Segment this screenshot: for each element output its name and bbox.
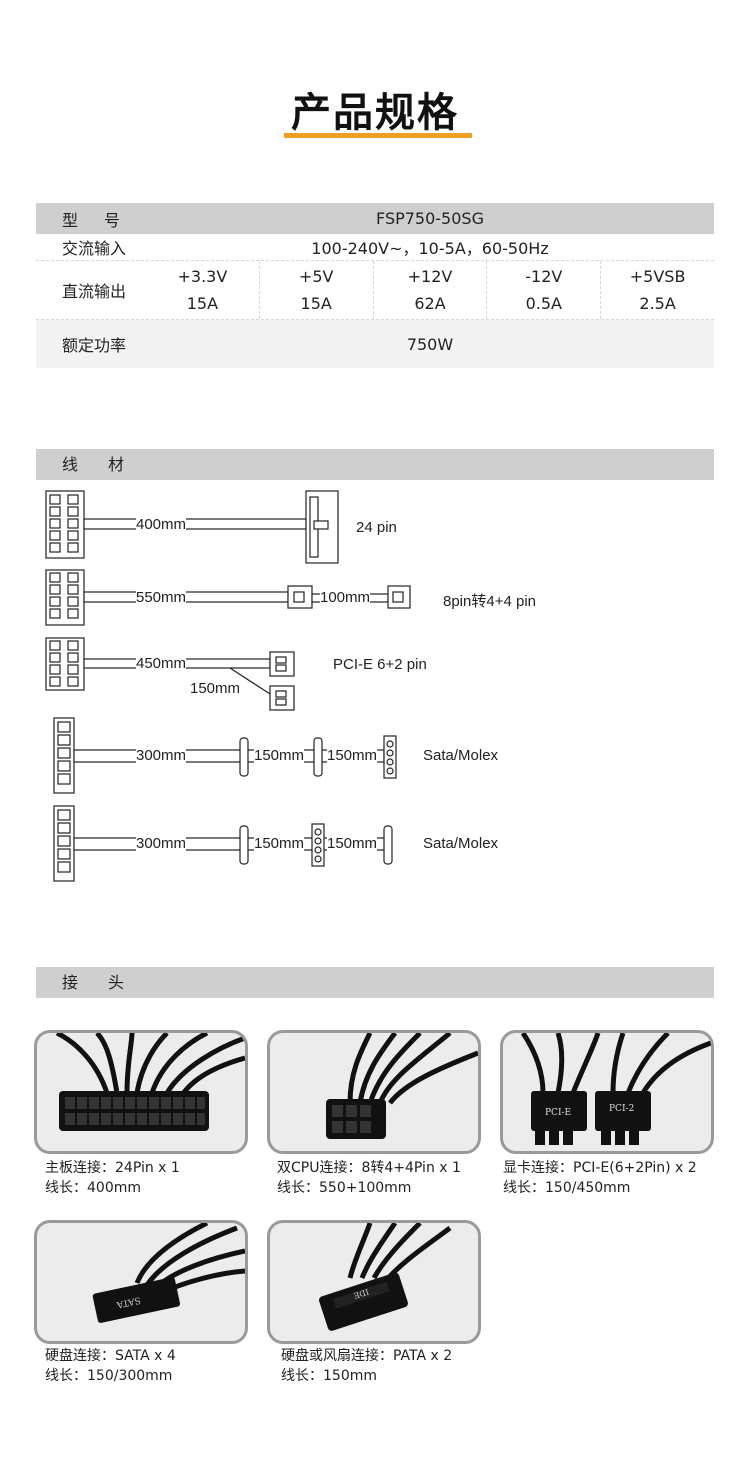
atx-24pin-connector-photo bbox=[34, 1030, 248, 1154]
cable-extra-length: 100mm bbox=[320, 589, 371, 606]
model-label: 型号 bbox=[62, 210, 147, 230]
cable-label: Sata/Molex bbox=[423, 835, 499, 852]
connector-name: 主板连接：24Pin x 1 bbox=[45, 1160, 180, 1176]
connectors-section-header: 接头 bbox=[36, 967, 714, 998]
connector-name: 硬盘连接：SATA x 4 bbox=[45, 1348, 176, 1364]
connector-length: 线长：400mm bbox=[45, 1180, 141, 1196]
connector-length: 线长：150/450mm bbox=[503, 1180, 631, 1196]
cpu-8pin-connector-photo bbox=[267, 1030, 481, 1154]
spec-row-power: 额定功率 750W bbox=[36, 320, 714, 368]
dc-rail: +5V bbox=[298, 267, 334, 286]
connector-caption: 双CPU连接：8转4+4Pin x 1 线长：550+100mm bbox=[277, 1158, 461, 1198]
ac-value: 100-240V~，10-5A，60-50Hz bbox=[311, 239, 549, 258]
dc-cell: +5VSB 2.5A bbox=[600, 261, 714, 319]
dc-label: 直流输出 bbox=[62, 282, 127, 301]
cable-length: 550mm bbox=[136, 589, 187, 606]
connector-name: 硬盘或风扇连接：PATA x 2 bbox=[281, 1348, 453, 1364]
pcie-plug-text: PCI-E bbox=[545, 1108, 571, 1118]
pcie-connector-photo: PCI-E PCI-2 bbox=[500, 1030, 714, 1154]
cable-segment-length: 150mm bbox=[327, 747, 378, 764]
spec-row-ac: 交流输入 100-240V~，10-5A，60-50Hz bbox=[36, 234, 714, 261]
cables-section-header: 线材 bbox=[36, 449, 714, 480]
cable-length: 400mm bbox=[136, 516, 187, 533]
dc-rail: +5VSB bbox=[629, 267, 686, 286]
cable-length: 300mm bbox=[136, 835, 187, 852]
cable-pcie-diagram bbox=[45, 637, 295, 711]
ac-label: 交流输入 bbox=[62, 239, 127, 258]
spec-table: 型号 FSP750-50SG 交流输入 100-240V~，10-5A，60-5… bbox=[36, 203, 714, 368]
connector-caption: 显卡连接：PCI-E(6+2Pin) x 2 线长：150/450mm bbox=[503, 1158, 697, 1198]
cable-label: Sata/Molex bbox=[423, 747, 499, 764]
dc-rail: +3.3V bbox=[177, 267, 228, 286]
power-label: 额定功率 bbox=[62, 336, 127, 355]
molex-connector-photo: IDE bbox=[267, 1220, 481, 1344]
dc-amps: 62A bbox=[414, 294, 446, 313]
dc-amps: 15A bbox=[300, 294, 332, 313]
dc-cell: +12V 62A bbox=[372, 261, 487, 319]
cable-label: 8pin转4+4 pin bbox=[443, 593, 536, 610]
cable-label: PCI-E 6+2 pin bbox=[333, 656, 427, 673]
dc-amps: 0.5A bbox=[525, 294, 562, 313]
connector-length: 线长：150/300mm bbox=[45, 1368, 173, 1384]
dc-amps: 2.5A bbox=[639, 294, 676, 313]
sata-connector-photo: SATA bbox=[34, 1220, 248, 1344]
connector-name: 双CPU连接：8转4+4Pin x 1 bbox=[277, 1160, 461, 1176]
connectors-section-title: 接头 bbox=[62, 973, 155, 992]
title-underline bbox=[284, 133, 472, 138]
dc-cell: +3.3V 15A bbox=[146, 261, 259, 319]
cables-section-title: 线材 bbox=[62, 455, 155, 474]
dc-amps: 15A bbox=[186, 294, 219, 313]
dc-rail: +12V bbox=[407, 267, 453, 286]
dc-cell: -12V 0.5A bbox=[486, 261, 600, 319]
connector-caption: 主板连接：24Pin x 1 线长：400mm bbox=[45, 1158, 180, 1198]
connector-length: 线长：150mm bbox=[281, 1368, 377, 1384]
connector-name: 显卡连接：PCI-E(6+2Pin) x 2 bbox=[503, 1160, 697, 1176]
cable-length: 300mm bbox=[136, 747, 187, 764]
connector-caption: 硬盘连接：SATA x 4 线长：150/300mm bbox=[45, 1346, 176, 1386]
cable-segment-length: 150mm bbox=[254, 747, 305, 764]
power-value: 750W bbox=[406, 334, 454, 354]
cable-segment-length: 150mm bbox=[327, 835, 378, 852]
cable-length: 450mm bbox=[136, 655, 187, 672]
model-value: FSP750-50SG bbox=[376, 209, 484, 228]
dc-rail: -12V bbox=[525, 267, 563, 286]
page-title: 产品规格 bbox=[291, 90, 459, 136]
cable-extra-length: 150mm bbox=[190, 680, 241, 697]
cable-24pin-diagram bbox=[45, 490, 339, 564]
cable-label: 24 pin bbox=[356, 519, 397, 536]
connector-caption: 硬盘或风扇连接：PATA x 2 线长：150mm bbox=[281, 1346, 452, 1386]
connector-length: 线长：550+100mm bbox=[277, 1180, 412, 1196]
spec-row-model: 型号 FSP750-50SG bbox=[36, 203, 714, 234]
cable-segment-length: 150mm bbox=[254, 835, 305, 852]
svg-text:PCI-2: PCI-2 bbox=[609, 1104, 634, 1114]
